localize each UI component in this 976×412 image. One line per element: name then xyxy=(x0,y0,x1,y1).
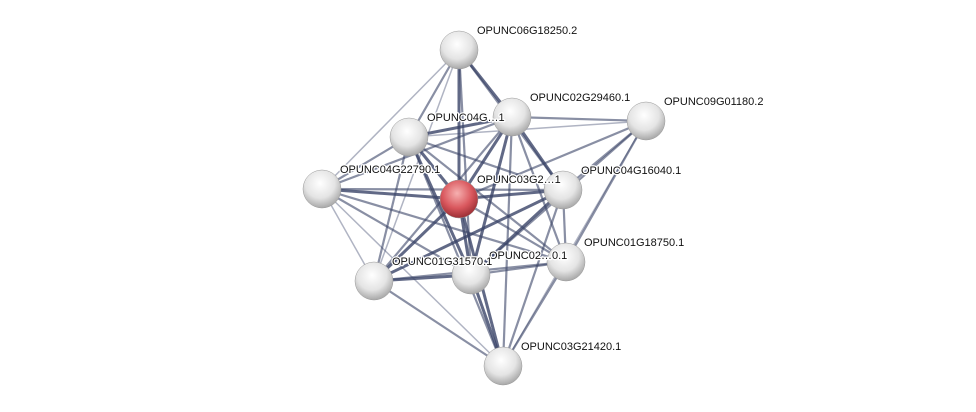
query-protein-node[interactable] xyxy=(439,179,479,219)
interaction-edge xyxy=(373,280,504,367)
protein-node[interactable] xyxy=(483,346,523,386)
interaction-edge xyxy=(321,188,472,276)
node-label: OPUNC02…0.1 xyxy=(489,250,567,262)
interaction-edge xyxy=(502,261,567,367)
interaction-edge xyxy=(321,187,567,264)
interaction-edge xyxy=(372,197,461,283)
node-label: OPUNC03G2…1 xyxy=(477,174,561,186)
interaction-edge xyxy=(408,120,647,138)
node-label: OPUNC09G01180.2 xyxy=(664,96,763,108)
protein-node[interactable] xyxy=(302,169,342,209)
interaction-edge xyxy=(458,198,567,263)
node-label: OPUNC04G22790.1 xyxy=(340,164,440,176)
protein-node[interactable] xyxy=(354,261,394,301)
interaction-edge xyxy=(501,189,565,367)
protein-node[interactable] xyxy=(389,117,429,157)
protein-node[interactable] xyxy=(451,255,491,295)
interaction-edge xyxy=(373,49,460,282)
interaction-edge xyxy=(321,187,460,201)
protein-node[interactable] xyxy=(492,97,532,137)
protein-node[interactable] xyxy=(439,30,479,70)
interaction-edge xyxy=(511,115,647,123)
interaction-edge xyxy=(458,119,647,201)
interaction-edge xyxy=(565,120,647,263)
node-label: OPUNC04G…1 xyxy=(427,112,505,124)
interaction-edge xyxy=(408,136,567,263)
node-label: OPUNC03G21420.1 xyxy=(521,341,621,353)
node-label: OPUNC02G29460.1 xyxy=(530,92,630,104)
node-label: OPUNC06G18250.2 xyxy=(477,25,577,37)
node-label: OPUNC01G31570.1 xyxy=(392,256,492,268)
interaction-edge xyxy=(408,135,564,192)
interaction-edge xyxy=(373,188,564,283)
interaction-edge xyxy=(469,188,565,277)
protein-node[interactable] xyxy=(543,170,583,210)
protein-node[interactable] xyxy=(626,101,666,141)
protein-node[interactable] xyxy=(546,242,586,282)
node-label: OPUNC01G18750.1 xyxy=(584,237,684,249)
interaction-edge xyxy=(321,49,460,190)
node-label: OPUNC04G16040.1 xyxy=(581,165,681,177)
interaction-edge xyxy=(407,136,505,367)
